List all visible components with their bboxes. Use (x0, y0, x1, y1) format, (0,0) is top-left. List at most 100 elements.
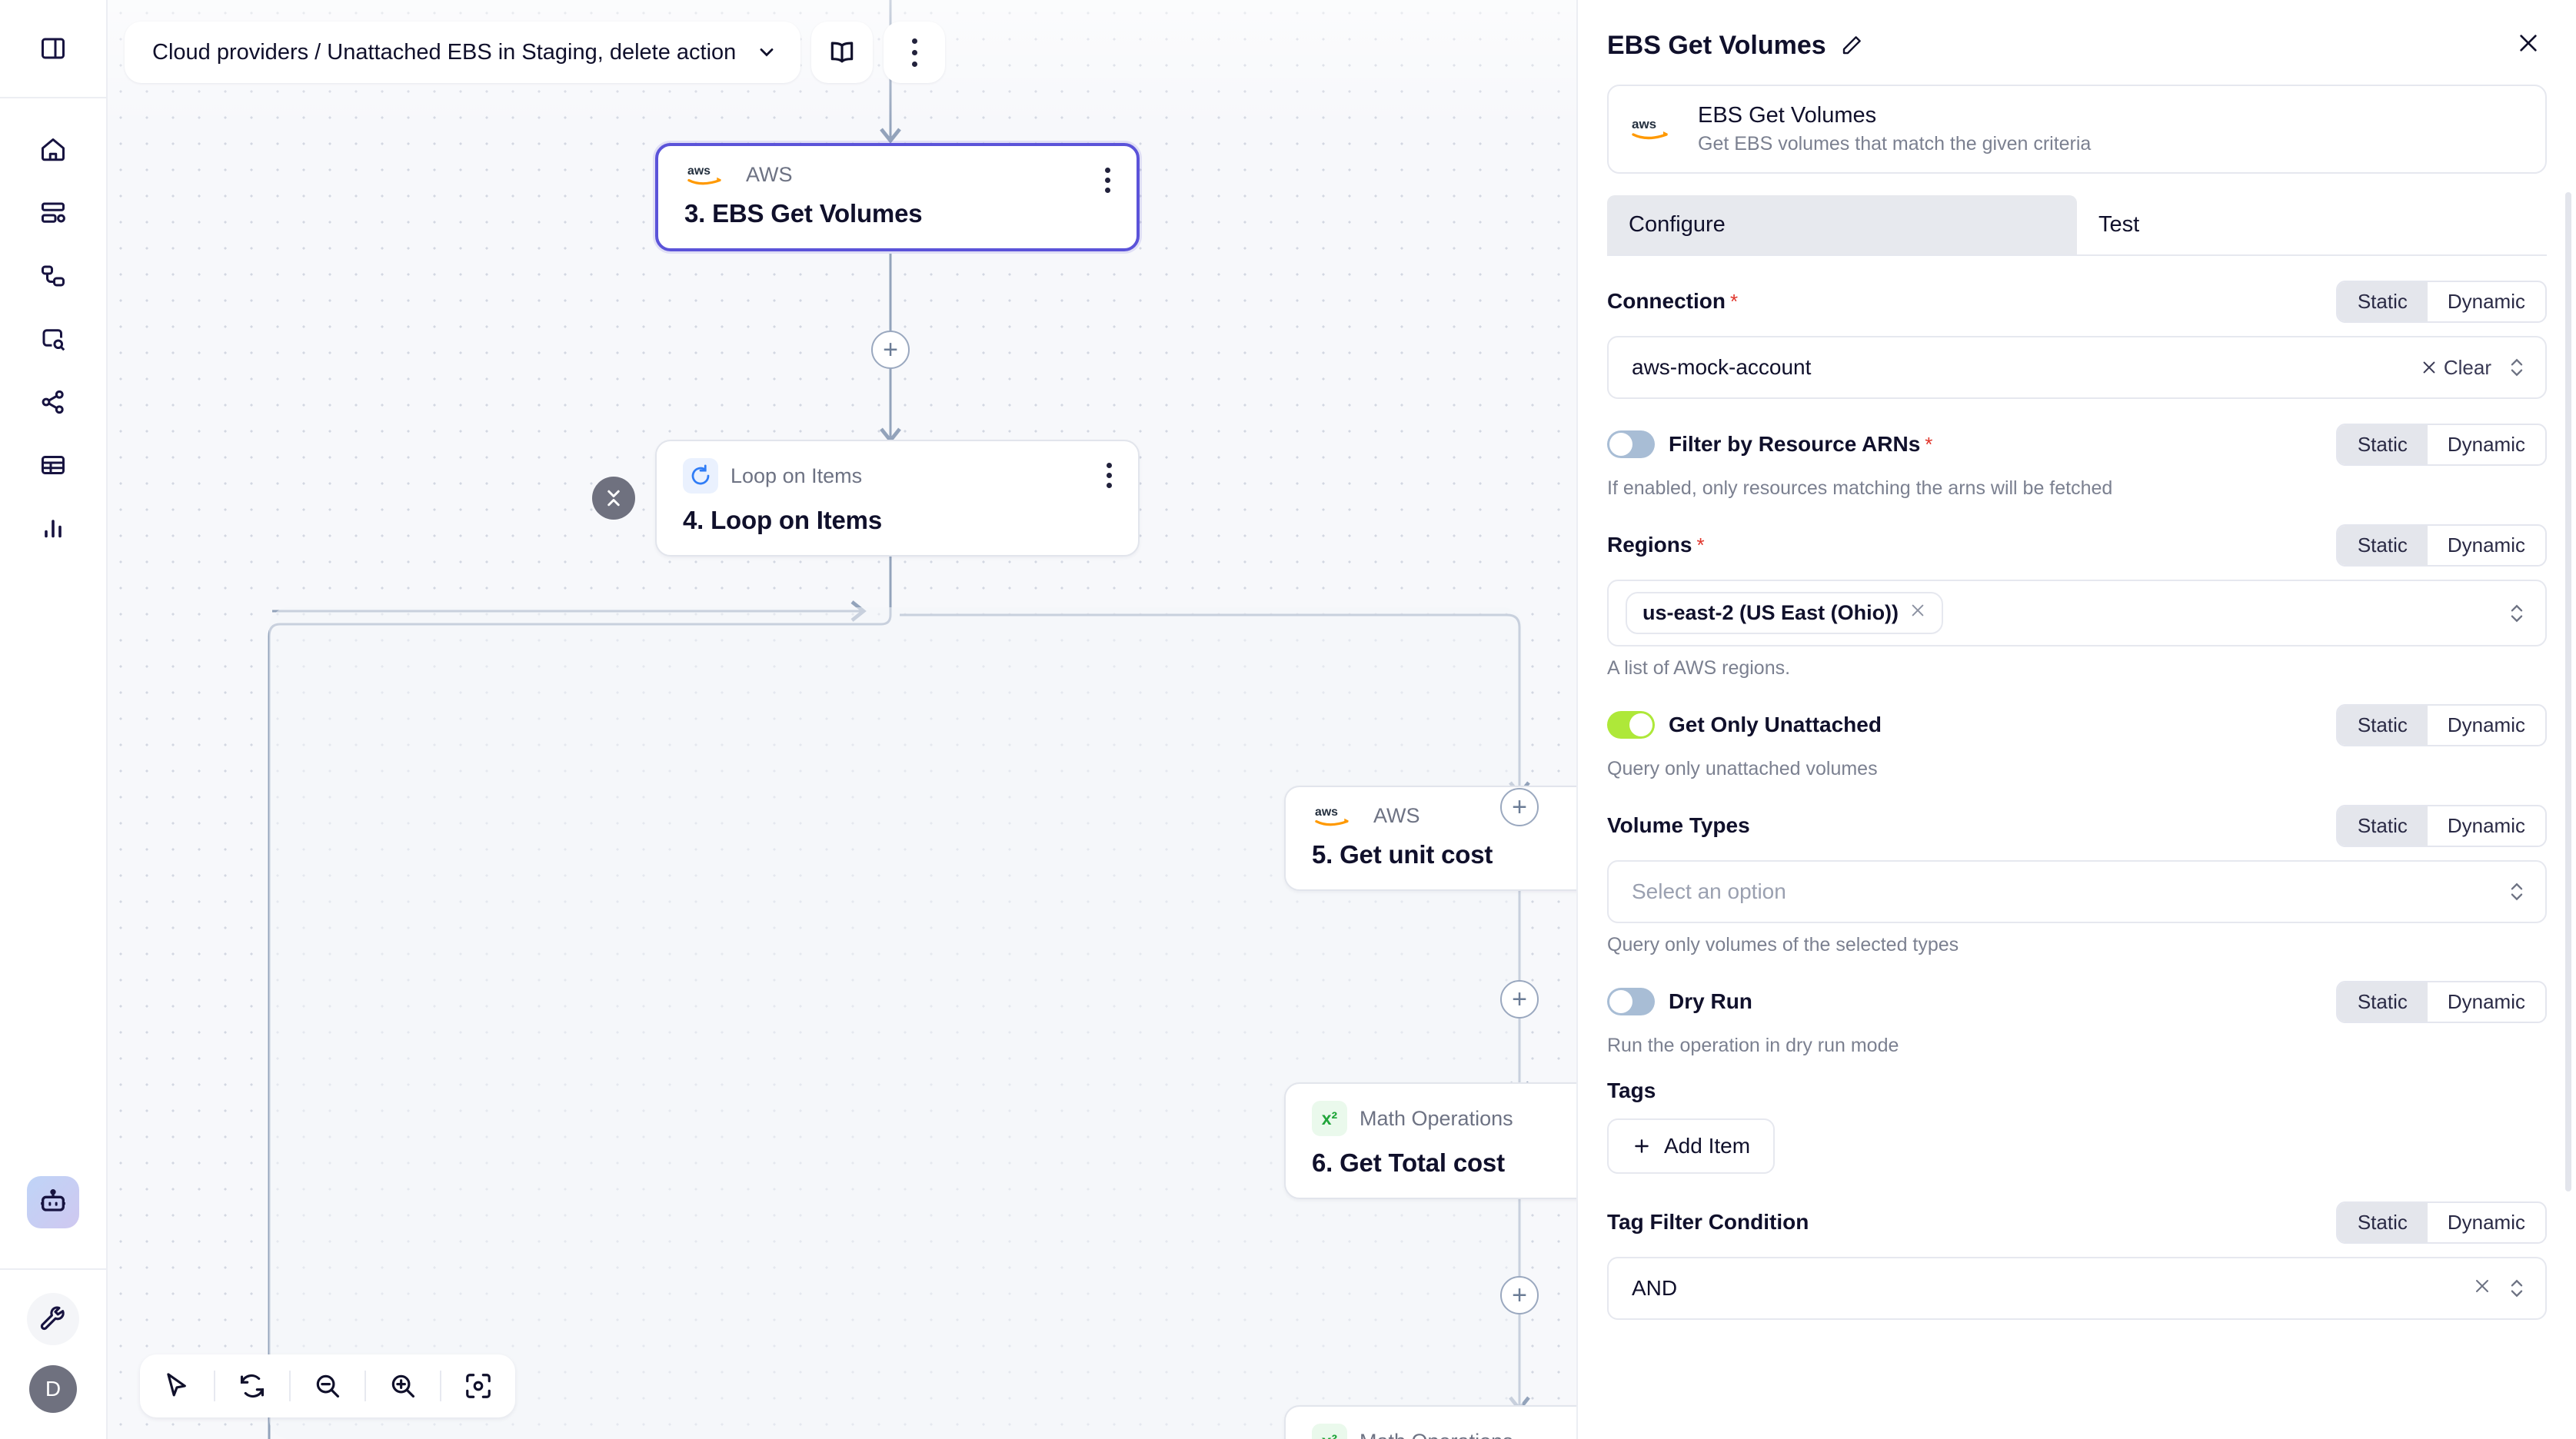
mode-static-option[interactable]: Static (2337, 281, 2428, 321)
panel-body: Connection * Static Dynamic aws-mock-acc… (1578, 256, 2576, 1439)
rail-nav-section (0, 98, 106, 550)
node-kind-label: Math Operations (1360, 1430, 1513, 1439)
sidebar-item-inspect[interactable] (28, 317, 78, 361)
settings-tools-button[interactable] (27, 1293, 79, 1345)
chevron-updown-icon[interactable] (2508, 354, 2525, 381)
reset-view-button[interactable] (215, 1354, 289, 1417)
node-card-3[interactable]: aws AWS 3. EBS Get Volumes (655, 143, 1140, 251)
tab-test[interactable]: Test (2098, 212, 2140, 237)
rename-node-button[interactable] (1840, 34, 1863, 57)
svg-text:aws: aws (687, 165, 711, 178)
chevron-updown-icon[interactable] (2508, 1275, 2525, 1301)
volume-types-select[interactable]: Select an option (1607, 860, 2547, 923)
get-only-unattached-toggle[interactable] (1607, 711, 1655, 739)
collapse-loop-button[interactable] (592, 477, 635, 520)
field-hint: Query only volumes of the selected types (1607, 934, 1959, 955)
panel-tabs: Configure Test (1607, 195, 2547, 256)
left-rail: D (0, 0, 108, 1439)
mode-static-option[interactable]: Static (2337, 424, 2428, 464)
clear-connection-button[interactable]: Clear (2421, 356, 2491, 380)
node-menu-button[interactable] (1102, 165, 1113, 196)
chevron-updown-icon[interactable] (2508, 600, 2525, 626)
mode-dynamic-option[interactable]: Dynamic (2447, 989, 2525, 1013)
table-icon (42, 456, 65, 474)
aws-logo: aws (1312, 805, 1361, 828)
operation-text: EBS Get Volumes Get EBS volumes that mat… (1698, 103, 2091, 155)
region-chip[interactable]: us-east-2 (US East (Ohio)) (1626, 592, 1944, 634)
sidebar-item-analytics[interactable] (28, 506, 78, 550)
mode-dynamic-option[interactable]: Dynamic (2447, 713, 2525, 736)
node-card-4[interactable]: Loop on Items 4. Loop on Items (655, 440, 1140, 557)
dry-run-toggle[interactable] (1607, 988, 1655, 1015)
panel-scrollbar[interactable] (2565, 0, 2571, 1439)
share-icon (42, 390, 64, 414)
select-cursor-button[interactable] (140, 1354, 214, 1417)
regions-multiselect[interactable]: us-east-2 (US East (Ohio)) (1607, 580, 2547, 646)
filter-by-resource-arns-toggle[interactable] (1607, 430, 1655, 458)
mode-static-option[interactable]: Static (2337, 525, 2428, 565)
page-title: EBS Get Volumes (1607, 30, 1826, 60)
fit-view-icon (466, 1374, 491, 1398)
more-vertical-icon (911, 38, 917, 67)
panel-toggle-button[interactable] (28, 26, 78, 71)
tag-filter-condition-select[interactable]: AND (1607, 1257, 2547, 1320)
connection-select[interactable]: aws-mock-account Clear (1607, 336, 2547, 399)
node-header: x² Math Operations (1312, 1101, 1752, 1136)
mode-segmented-control: Static Dynamic (2335, 980, 2547, 1023)
mode-static-option[interactable]: Static (2337, 982, 2428, 1022)
tab-configure[interactable]: Configure (1607, 195, 2077, 254)
sidebar-item-integrations[interactable] (28, 380, 78, 424)
clear-tag-filter-button[interactable] (2473, 1277, 2491, 1301)
mode-dynamic-option[interactable]: Dynamic (2447, 813, 2525, 837)
add-node-button-3[interactable]: + (1500, 980, 1539, 1019)
mode-dynamic-option[interactable]: Dynamic (2447, 432, 2525, 456)
fit-view-button[interactable] (441, 1354, 515, 1417)
mode-dynamic-option[interactable]: Dynamic (2447, 1210, 2525, 1234)
add-node-button-2[interactable]: + (1500, 788, 1539, 826)
home-icon (42, 138, 65, 161)
zoom-in-button[interactable] (366, 1354, 440, 1417)
chevron-collapse-icon (607, 490, 620, 507)
node-card-6[interactable]: x² Math Operations 6. Get Total cost (1284, 1082, 1776, 1199)
reset-view-icon (240, 1374, 265, 1398)
field-label: Filter by Resource ARNs (1669, 432, 1921, 456)
chevron-updown-icon[interactable] (2508, 879, 2525, 905)
sidebar-item-workflows[interactable] (28, 254, 78, 298)
mode-static-option[interactable]: Static (2337, 1202, 2428, 1242)
close-icon (2520, 35, 2537, 52)
mode-segmented-control: Static Dynamic (2335, 703, 2547, 746)
node-menu-button[interactable] (1103, 460, 1115, 491)
workflow-nodes-icon (42, 265, 65, 287)
add-node-button-4[interactable]: + (1500, 1276, 1539, 1314)
sidebar-item-dashboards[interactable] (28, 191, 78, 235)
required-marker: * (1696, 533, 1705, 557)
mode-dynamic-option[interactable]: Dynamic (2447, 533, 2525, 557)
node-title: 4. Loop on Items (683, 506, 882, 534)
aws-logo: aws (684, 164, 734, 187)
scrollbar-thumb[interactable] (2565, 192, 2571, 1191)
plus-icon (1635, 1139, 1649, 1153)
docs-button[interactable] (811, 22, 874, 83)
field-label: Regions (1607, 533, 1692, 557)
field-label: Tag Filter Condition (1607, 1210, 1809, 1234)
close-icon (2476, 1279, 2488, 1292)
ai-assistant-button[interactable] (27, 1176, 79, 1228)
add-node-button-1[interactable]: + (871, 331, 910, 369)
close-panel-button[interactable] (2510, 28, 2547, 63)
node-title: 3. EBS Get Volumes (684, 199, 923, 228)
mode-dynamic-option[interactable]: Dynamic (2447, 289, 2525, 313)
sidebar-item-tables[interactable] (28, 443, 78, 487)
aws-logo: aws (1630, 116, 1679, 142)
workflow-more-button[interactable] (884, 22, 946, 83)
mode-segmented-control: Static Dynamic (2335, 280, 2547, 323)
breadcrumb-selector[interactable]: Cloud providers / Unattached EBS in Stag… (125, 22, 801, 83)
zoom-out-button[interactable] (291, 1354, 364, 1417)
add-tag-item-button[interactable]: Add Item (1607, 1118, 1776, 1174)
avatar[interactable]: D (29, 1365, 77, 1413)
mode-static-option[interactable]: Static (2337, 806, 2428, 846)
mode-segmented-control: Static Dynamic (2335, 523, 2547, 567)
remove-region-icon[interactable] (1909, 602, 1926, 624)
mode-static-option[interactable]: Static (2337, 705, 2428, 745)
field-hint: Run the operation in dry run mode (1607, 1035, 1899, 1056)
sidebar-item-home[interactable] (28, 128, 78, 172)
